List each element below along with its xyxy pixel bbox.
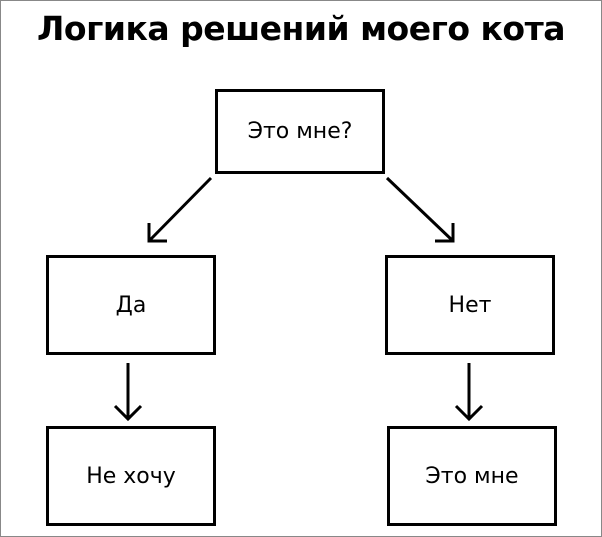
node-no: Нет xyxy=(385,255,555,355)
node-no-result: Это мне xyxy=(387,426,557,526)
arrow-no-to-result xyxy=(454,363,484,422)
arrow-yes-to-result xyxy=(113,363,143,422)
node-yes-result: Не хочу xyxy=(46,426,216,526)
arrow-root-to-no xyxy=(385,176,455,243)
node-root: Это мне? xyxy=(215,89,385,174)
diagram-title: Логика решений моего кота xyxy=(37,9,565,48)
arrow-root-to-yes xyxy=(147,176,213,243)
node-yes: Да xyxy=(46,255,216,355)
